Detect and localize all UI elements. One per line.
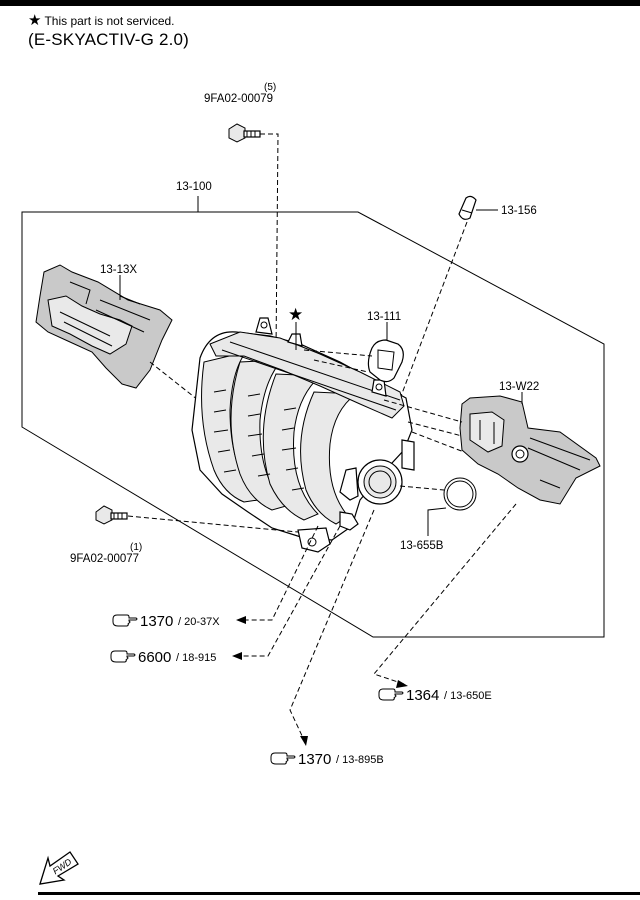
bolt-low-qty: (1) (130, 542, 142, 553)
bolt-top-leader (260, 133, 279, 351)
reference-1-page: / 20-37X (178, 616, 220, 628)
bolt-low-icon (95, 505, 128, 525)
right-cover-part-number: 13-W22 (499, 381, 539, 393)
fwd-arrow-icon: FWD (39, 851, 79, 885)
gasket-round-part-number: 13-655B (400, 540, 444, 552)
gasket-small-leaders (303, 349, 373, 373)
ref-2-leader (236, 525, 341, 657)
bottom-rule (38, 892, 640, 895)
gasket-round-leader (399, 485, 445, 491)
right-cover-icon (459, 395, 601, 505)
pointing-hand-icon (110, 650, 136, 663)
reference-2-number: 6600 (138, 649, 171, 666)
reference-1-number: 1370 (140, 613, 173, 630)
pointing-hand-icon (378, 688, 404, 701)
reference-3[interactable]: 1364 / 13-650E (378, 687, 492, 704)
ref-1-leader (240, 525, 319, 621)
bolt-top-part-number: 9FA02-00079 (204, 93, 273, 105)
bolt-low-part-number: 9FA02-00077 (70, 553, 139, 565)
reference-4[interactable]: 1370 / 13-895B (270, 751, 384, 768)
star-icon: ★ (28, 12, 42, 29)
bolt-top-qty: (5) (264, 82, 276, 93)
ref-3-arrow (396, 680, 408, 688)
intake-manifold-icon (191, 317, 415, 553)
left-cover-part-number: 13-13X (100, 264, 137, 276)
plug-part-number: 13-156 (501, 205, 537, 217)
ref-2-arrow (232, 652, 242, 660)
reference-2[interactable]: 6600 / 18-915 (110, 649, 216, 666)
gasket-round-icon (443, 477, 477, 511)
left-cover-leader (149, 361, 199, 401)
gasket-small-part-number: 13-111 (367, 311, 401, 323)
pointing-hand-icon (270, 752, 296, 765)
pointing-hand-icon (112, 614, 138, 627)
reference-1[interactable]: 1370 / 20-37X (112, 613, 220, 630)
ref-4-leader (289, 509, 375, 741)
reference-2-page: / 18-915 (176, 652, 216, 664)
reference-3-page: / 13-650E (444, 690, 492, 702)
assembly-boundary (21, 196, 605, 638)
ref-1-arrow (236, 616, 246, 624)
gasket-round-label-line (427, 507, 447, 536)
ref-3-leader (373, 503, 517, 685)
bolt-top-icon (228, 123, 261, 143)
not-serviced-star-icon: ★ (288, 305, 303, 324)
plug-icon (458, 195, 477, 220)
ref-4-arrow (300, 736, 308, 746)
gasket-small-icon (367, 339, 404, 383)
assembly-part-number: 13-100 (176, 181, 212, 193)
left-cover-icon (35, 264, 173, 389)
right-cover-leaders (383, 399, 465, 453)
reference-4-number: 1370 (298, 751, 331, 768)
reference-3-number: 1364 (406, 687, 439, 704)
reference-4-page: / 13-895B (336, 754, 384, 766)
engine-variant: (E-SKYACTIV-G 2.0) (28, 30, 190, 49)
plug-leader (397, 221, 468, 405)
top-rule (0, 0, 640, 6)
bolt-low-leader (127, 515, 299, 533)
note-text: This part is not serviced. (44, 13, 175, 28)
not-serviced-note: ★ This part is not serviced. (28, 13, 175, 28)
